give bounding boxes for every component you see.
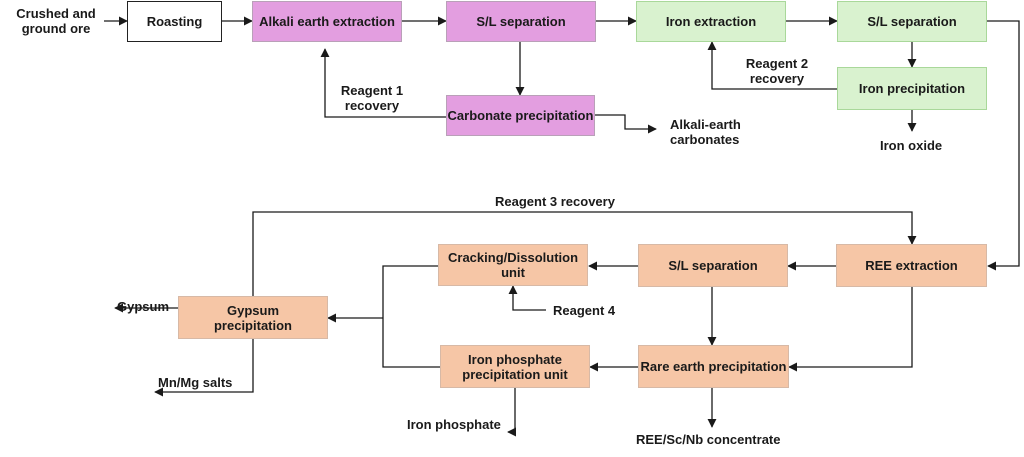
arrow-mn-mg-salts-out: [154, 339, 254, 397]
ree-extraction-box: REE extraction: [836, 244, 987, 287]
connector-cracking-out: [382, 265, 440, 368]
mn-mg-salts-label: Mn/Mg salts: [158, 375, 233, 390]
gypsum-label: Gypsum: [117, 299, 170, 314]
input-label: Crushed and ground ore: [16, 6, 96, 36]
sl-separation-box-2: S/L separation: [837, 1, 987, 42]
iron-precipitation-box: Iron precipitation: [837, 67, 987, 110]
arrow-sl-separation-to-ree-extraction: [987, 20, 1020, 271]
carbonate-precipitation-box: Carbonate precipitation: [446, 95, 595, 136]
sl-separation-box-1: S/L separation: [446, 1, 596, 42]
alkali-earth-carbonates-label: Alkali-earth carbonates: [670, 117, 741, 147]
reagent4-label: Reagent 4: [553, 303, 616, 318]
rare-earth-precipitation-box: Rare earth precipitation: [638, 345, 789, 388]
arrow-reagent2-recovery: [707, 41, 837, 90]
iron-phosphate-precipitation-box: Iron phosphate precipitation unit: [440, 345, 590, 388]
iron-phosphate-label: Iron phosphate: [407, 417, 501, 432]
arrow-iron-phosphate-to-product: [507, 388, 517, 437]
alkali-earth-extraction-box: Alkali earth extraction: [252, 1, 402, 42]
arrow-reagent3-recovery: [252, 211, 917, 296]
arrow-reagent4: [508, 285, 546, 311]
ree-concentrate-label: REE/Sc/Nb concentrate: [636, 432, 781, 447]
arrow-ree-extraction-to-rare-earth: [788, 287, 913, 372]
roasting-box: Roasting: [127, 1, 222, 42]
reagent3-recovery-label: Reagent 3 recovery: [495, 194, 615, 209]
sl-separation-box-3: S/L separation: [638, 244, 788, 287]
iron-extraction-box: Iron extraction: [636, 1, 786, 42]
arrow-carbonate-to-carbonates: [595, 114, 657, 134]
gypsum-precipitation-box: Gypsum precipitation: [178, 296, 328, 339]
arrow-reagent1-recovery: [320, 48, 446, 118]
reagent2-recovery-label: Reagent 2 recovery: [745, 56, 809, 86]
iron-oxide-label: Iron oxide: [880, 138, 943, 153]
reagent1-recovery-label: Reagent 1 recovery: [340, 83, 404, 113]
cracking-dissolution-box: Cracking/Dissolution unit: [438, 244, 588, 286]
